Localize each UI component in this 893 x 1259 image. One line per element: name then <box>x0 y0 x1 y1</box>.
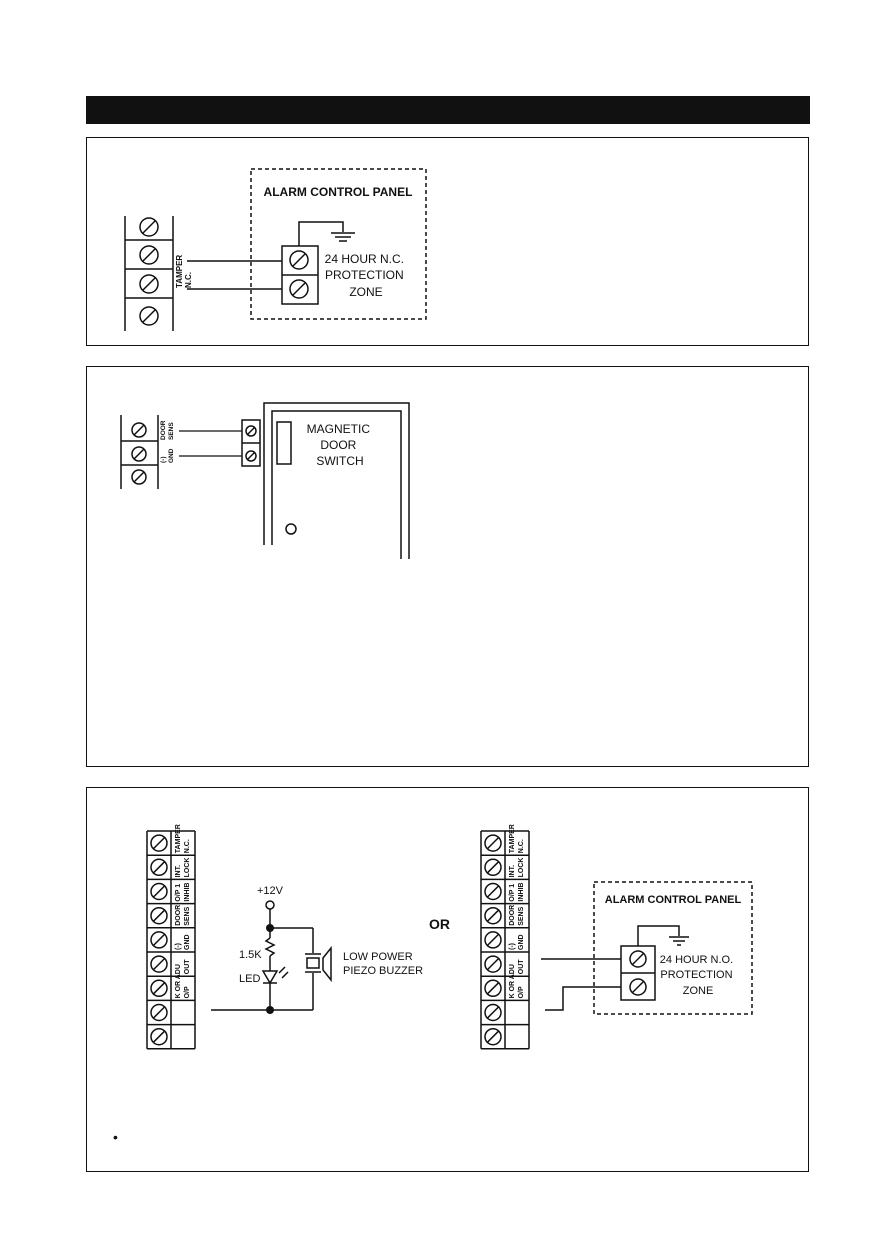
terminal-label: INT.LOCK <box>509 858 525 878</box>
junction-dot <box>266 1006 274 1014</box>
terminal-label-door-sens: DOORSENS <box>160 420 175 440</box>
screw-icon <box>289 279 309 299</box>
zone-terminal <box>541 925 680 1011</box>
terminal-block-left <box>146 830 196 1050</box>
screw-icon <box>150 906 168 925</box>
panel-title: ALARM CONTROL PANEL <box>605 894 742 906</box>
screw-icon <box>245 450 257 462</box>
screw-icon <box>484 882 502 901</box>
piezo-buzzer-icon <box>305 945 332 983</box>
magnet-icon <box>276 421 292 465</box>
zone-text: 24 HOUR N.O. PROTECTION ZONE <box>660 954 736 997</box>
resistor-label: 1.5K <box>239 949 262 961</box>
screw-icon <box>139 245 159 265</box>
screw-icon <box>484 1027 502 1046</box>
screw-icon <box>131 469 147 485</box>
screw-icon <box>150 931 168 949</box>
screw-icon <box>150 1027 168 1046</box>
junction-dot <box>266 924 274 932</box>
screw-icon <box>131 446 147 462</box>
screw-icon <box>484 931 502 949</box>
screw-icon <box>150 834 168 852</box>
tamper-wiring-diagram: TAMPERN.C. ALARM CONTROL PANEL 24 HOUR N… <box>124 168 427 331</box>
ground-icon <box>669 936 689 946</box>
terminal-label: INT.LOCK <box>175 858 191 878</box>
door-switch-panel: DOORSENS (-)GND MAGNETIC DOOR SWITCH <box>86 366 809 767</box>
terminal-label-gnd: (-)GND <box>160 448 175 463</box>
screw-icon <box>484 906 502 925</box>
door-frame <box>263 402 410 559</box>
alarm-control-panel-box <box>593 881 753 1015</box>
section-header-bar <box>86 96 810 124</box>
screw-icon <box>484 858 502 877</box>
screw-icon <box>131 422 147 438</box>
alarm-control-panel-box <box>250 168 427 320</box>
resistor-icon <box>264 937 276 957</box>
screw-icon <box>629 978 647 996</box>
tamper-wiring-panel: TAMPERN.C. ALARM CONTROL PANEL 24 HOUR N… <box>86 137 809 346</box>
door-switch-diagram: DOORSENS (-)GND MAGNETIC DOOR SWITCH <box>120 402 410 559</box>
screw-icon <box>150 858 168 877</box>
terminal-label: (-)GND <box>509 934 525 950</box>
supply-terminal-icon <box>265 900 275 910</box>
wire <box>545 986 621 1011</box>
led-label: LED <box>239 973 260 985</box>
terminal-label-tamper: TAMPERN.C. <box>175 255 193 288</box>
screw-icon <box>484 1003 502 1022</box>
screw-icon <box>289 250 309 270</box>
ground-icon <box>331 232 355 242</box>
screw-icon <box>484 834 502 852</box>
buzzer-circuit <box>211 900 332 1011</box>
screw-icon <box>150 882 168 901</box>
switch-text: MAGNETIC DOOR SWITCH <box>307 422 374 468</box>
bullet: • <box>113 1129 118 1145</box>
switch-terminal <box>241 419 261 467</box>
led-icon <box>261 970 279 985</box>
screw-icon <box>139 306 159 326</box>
screw-icon <box>150 1003 168 1022</box>
or-label: OR <box>429 916 450 932</box>
screw-icon <box>484 955 502 973</box>
terminal-block-right <box>480 830 530 1050</box>
zone-text: 24 HOUR N.C. PROTECTION ZONE <box>325 252 408 299</box>
panel-title: ALARM CONTROL PANEL <box>264 185 413 199</box>
screw-icon <box>139 217 159 237</box>
terminal-block <box>120 415 159 489</box>
screw-icon <box>139 274 159 294</box>
terminal-label: (-)GND <box>175 934 191 950</box>
supply-label: +12V <box>257 885 284 897</box>
screw-icon <box>150 955 168 973</box>
terminal-block <box>124 216 174 331</box>
buzzer-text: LOW POWER PIEZO BUZZER <box>343 951 423 977</box>
zone-terminal <box>281 221 344 305</box>
door-knob-icon <box>285 523 297 535</box>
screw-icon <box>245 425 257 437</box>
screw-icon <box>484 979 502 998</box>
screw-icon <box>629 950 647 968</box>
screw-icon <box>150 979 168 998</box>
